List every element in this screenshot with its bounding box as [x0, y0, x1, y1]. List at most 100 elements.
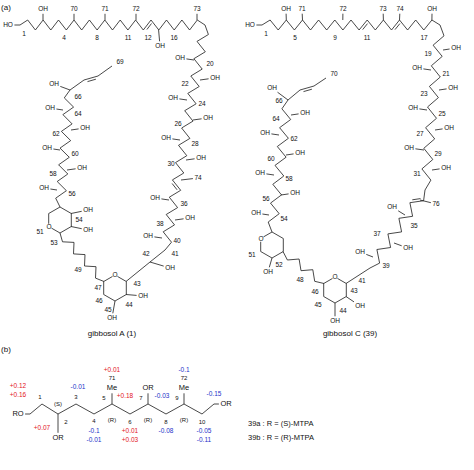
- atom-label: OH: [281, 6, 291, 13]
- atom-number: 5: [293, 35, 297, 42]
- substituent-bond: [398, 211, 405, 215]
- atom-number: 1: [264, 31, 268, 38]
- atom-number: 73: [193, 6, 200, 13]
- pyran-ring: [104, 275, 127, 301]
- atom-number: 46: [311, 289, 318, 296]
- atom-number: 51: [248, 252, 255, 259]
- atom-number: 40: [173, 238, 180, 245]
- atom-label: OH: [295, 150, 305, 157]
- atom-number: 41: [358, 278, 365, 285]
- atom-label: OH: [448, 85, 458, 92]
- delta-value: +0.07: [34, 425, 50, 432]
- atom-number: 72: [181, 375, 188, 381]
- double-bond: [412, 199, 420, 200]
- substituent-bond: [197, 14, 198, 20]
- substituent-bond: [335, 303, 336, 316]
- atom-label: Me: [179, 384, 189, 392]
- carbon-chain: [283, 252, 324, 284]
- substituent-bond: [112, 393, 113, 404]
- substituent-bond: [271, 134, 279, 135]
- atom-number: 31: [413, 171, 420, 178]
- bond-line: [288, 78, 326, 100]
- atom-label: OR: [52, 434, 63, 442]
- substituent-bond: [25, 414, 30, 415]
- atom-number: 2: [64, 419, 67, 425]
- pyran-ring: [261, 232, 284, 258]
- delta-value: +0.18: [117, 393, 133, 400]
- substituent-bond: [58, 414, 59, 433]
- substituent-bond: [266, 174, 274, 175]
- substituent-bond: [269, 258, 272, 267]
- atom-number: 22: [181, 81, 188, 88]
- atom-label: O: [258, 235, 263, 242]
- atom-number: 51: [36, 229, 43, 236]
- atom-label: OH: [150, 195, 160, 202]
- atom-number: 17: [420, 35, 427, 42]
- substituent-bond: [74, 14, 75, 20]
- atom-number: 9: [175, 395, 178, 401]
- atom-number: 72: [132, 6, 139, 13]
- substituent-bond: [50, 189, 57, 190]
- atom-number: 64: [74, 111, 81, 118]
- substituent-bond: [419, 109, 427, 110]
- substituent-bond: [71, 227, 82, 229]
- atom-number: 45: [314, 302, 321, 309]
- substituent-bond: [431, 14, 432, 20]
- atom-number: 10: [199, 419, 206, 425]
- atom-label: OH: [83, 207, 93, 214]
- atom-label: OH: [49, 81, 59, 88]
- atom-label: HO: [3, 22, 13, 29]
- atom-label: OH: [210, 75, 220, 82]
- delta-value: -0.05: [197, 428, 212, 435]
- atom-number: 7: [139, 395, 142, 401]
- atom-number: 8: [95, 35, 99, 42]
- bond-line: [70, 66, 112, 90]
- substituent-bond: [435, 129, 443, 130]
- atom-label: OH: [196, 155, 206, 162]
- atom-number: 60: [267, 156, 274, 163]
- substituent-bond: [383, 14, 384, 20]
- caption-text: gibbosol A (1): [88, 330, 136, 338]
- atom-number: 52: [275, 262, 282, 269]
- substituent-bond: [179, 99, 187, 100]
- substituent-bond: [154, 237, 162, 238]
- substituent-bond: [148, 393, 149, 404]
- atom-label: OH: [251, 210, 261, 217]
- atom-label: HO: [245, 22, 255, 29]
- atom-label: OH: [387, 204, 397, 211]
- delta-value: +0.03: [122, 437, 138, 444]
- atom-number: 60: [71, 151, 78, 158]
- atom-label: OH: [175, 55, 185, 62]
- atom-label: OR: [142, 384, 153, 392]
- atom-number: 49: [74, 267, 81, 274]
- atom-number: 53: [50, 240, 57, 247]
- substituent-bond: [159, 30, 160, 41]
- substituent-bond: [175, 219, 184, 220]
- atom-number: 70: [330, 71, 337, 78]
- atom-label: OH: [42, 145, 52, 152]
- atom-label: OH: [444, 125, 454, 132]
- double-bond: [147, 24, 152, 30]
- atom-label: OH: [255, 170, 265, 177]
- bond-line: [346, 268, 370, 284]
- atom-number: 54: [75, 217, 82, 224]
- atom-number: 74: [194, 175, 201, 182]
- atom-number: 69: [116, 59, 123, 66]
- substituent-bond: [186, 59, 194, 60]
- atom-number: 71: [101, 6, 108, 13]
- atom-number: 44: [125, 302, 132, 309]
- substituent-bond: [346, 297, 354, 302]
- atom-label: OH: [203, 115, 213, 122]
- substituent-bond: [150, 262, 164, 266]
- atom-number: 58: [49, 171, 56, 178]
- substituent-bond: [291, 114, 299, 115]
- substituent-bond: [126, 294, 137, 296]
- double-bond: [304, 89, 312, 91]
- double-bond: [88, 79, 96, 81]
- atom-number: 35: [410, 223, 417, 230]
- atom-label: OH: [263, 269, 273, 276]
- caption-text: gibbosol C (39): [323, 330, 377, 338]
- atom-label: OH: [80, 125, 90, 132]
- atom-number: 47: [94, 285, 101, 292]
